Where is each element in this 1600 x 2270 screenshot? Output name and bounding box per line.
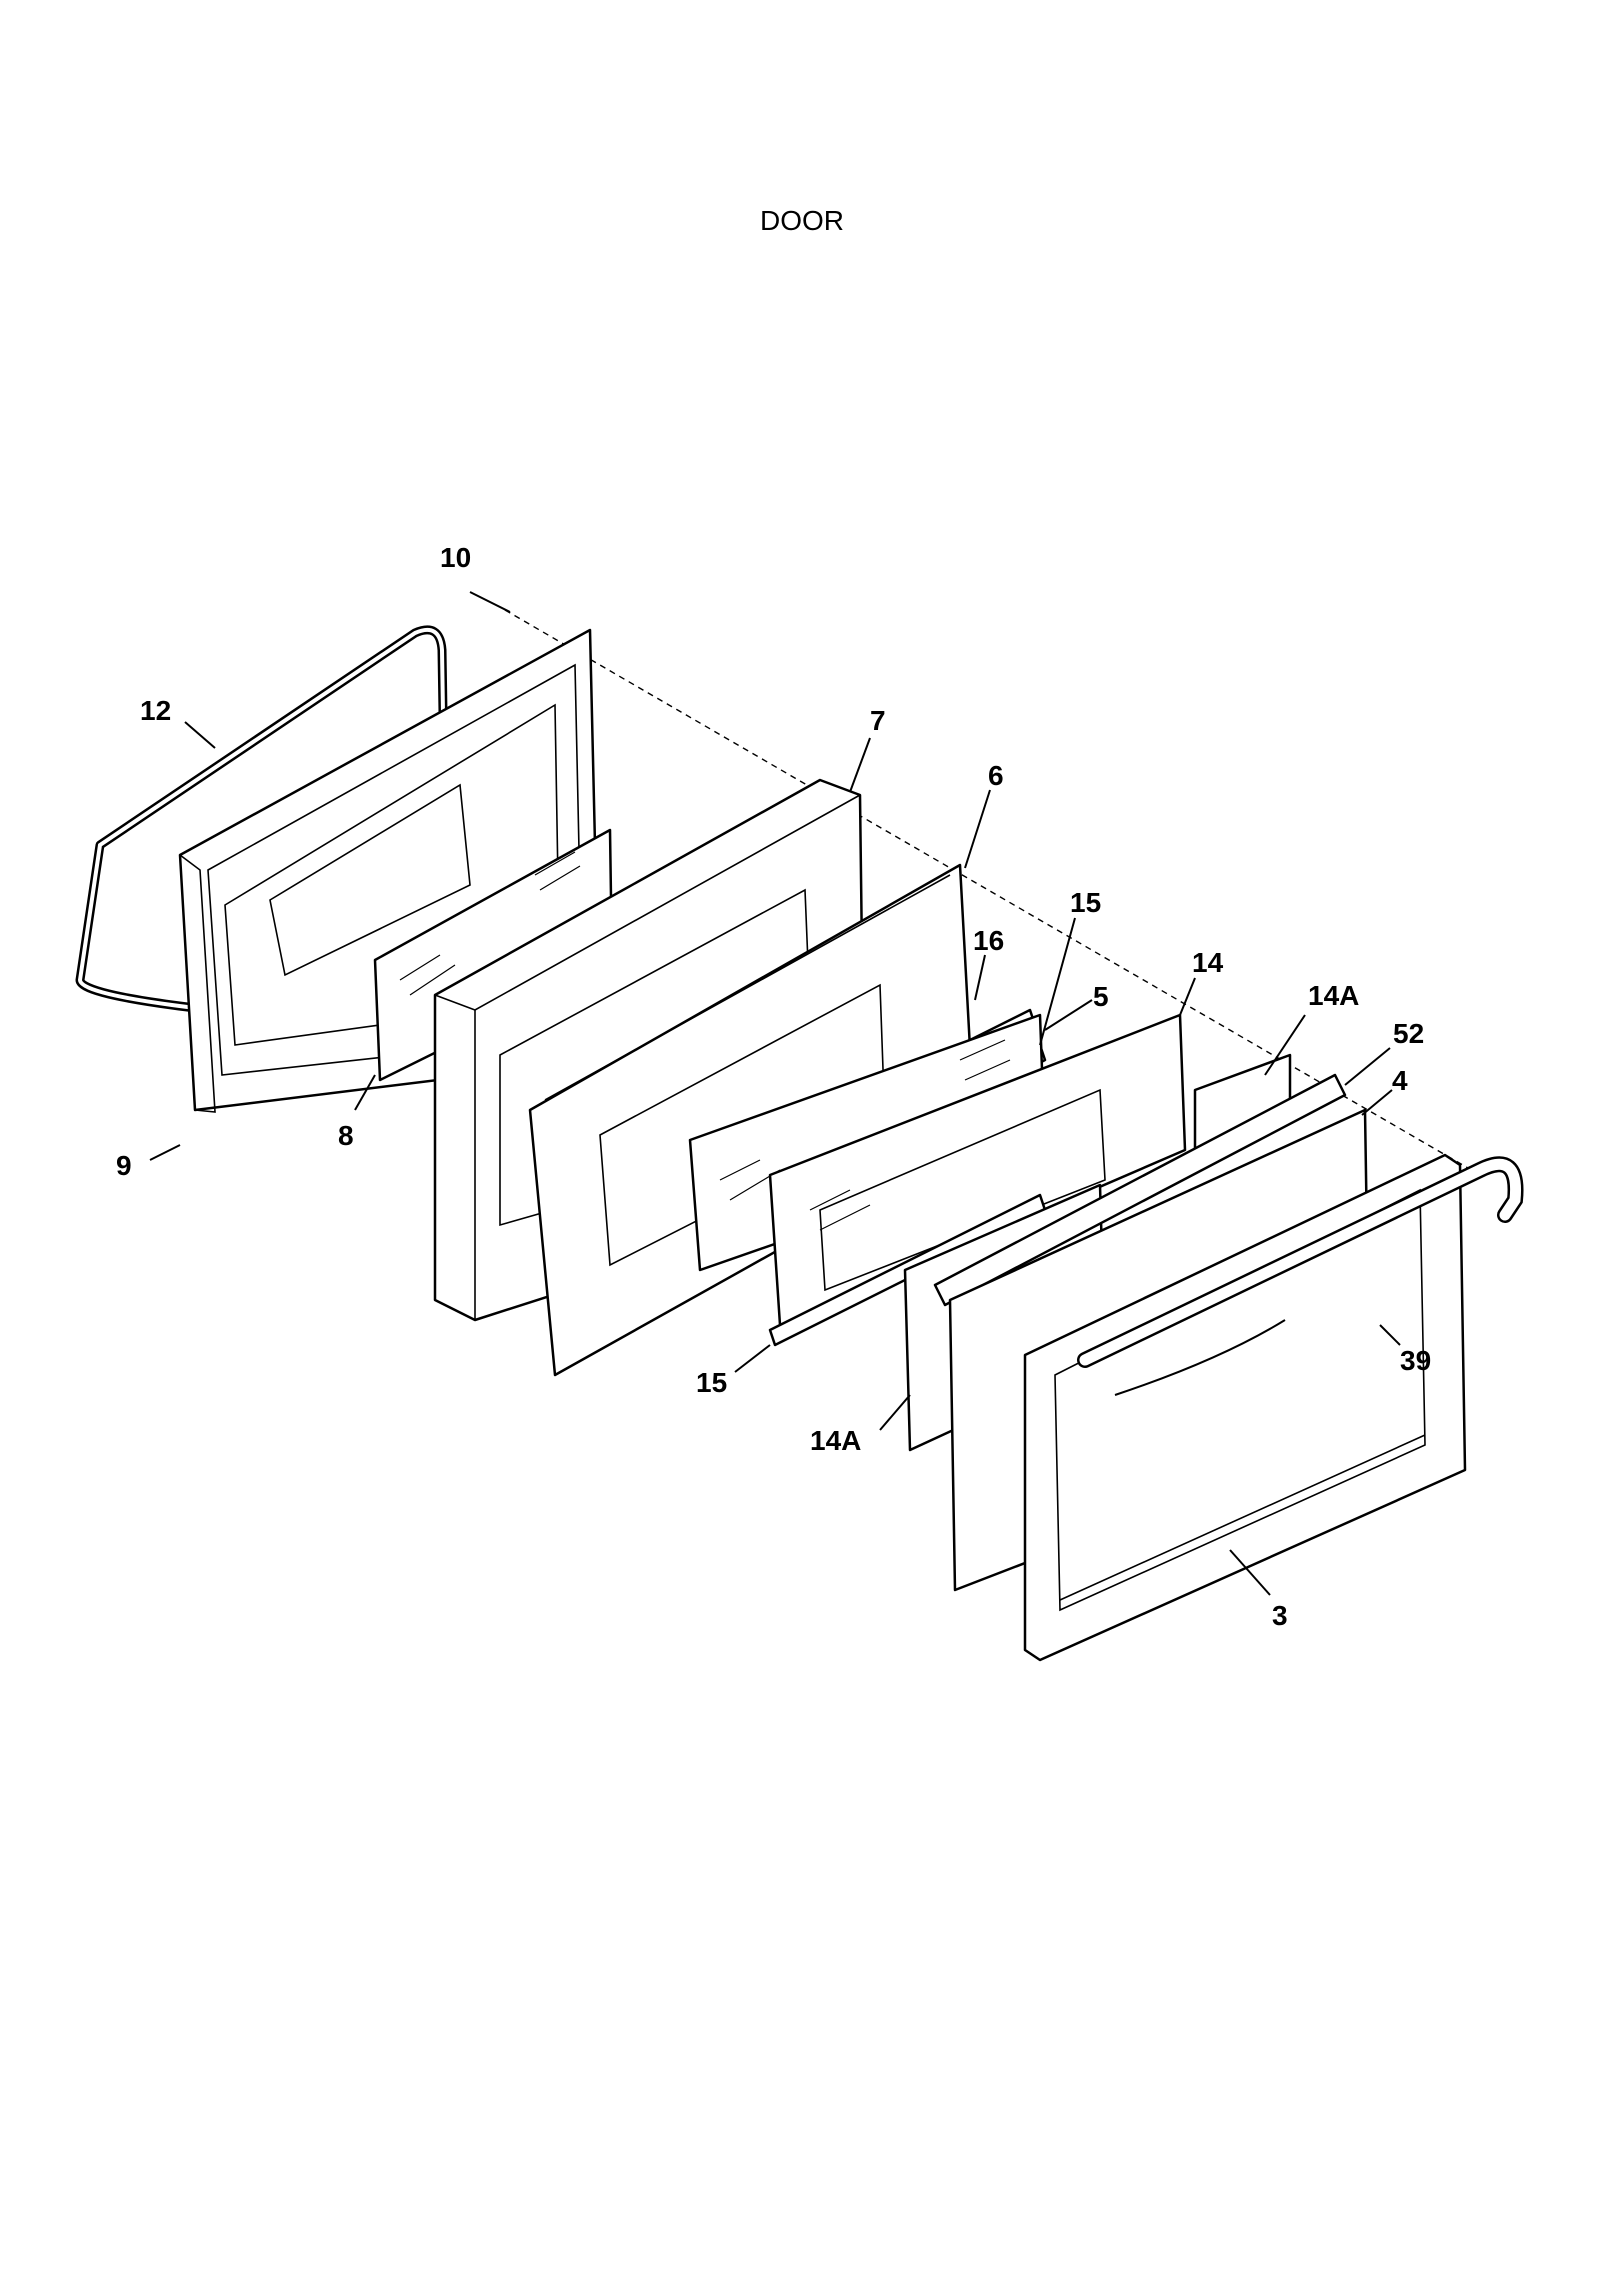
callout-14a-bottom: 14A xyxy=(810,1425,861,1456)
part-39-door-handle xyxy=(1077,1156,1524,1396)
callout-6: 6 xyxy=(988,760,1004,791)
callout-4: 4 xyxy=(1392,1065,1408,1096)
callout-16: 16 xyxy=(973,925,1004,956)
alignment-line-top xyxy=(504,609,1481,1176)
callout-15-top: 15 xyxy=(1070,887,1101,918)
callout-14: 14 xyxy=(1192,947,1224,978)
callout-3: 3 xyxy=(1272,1600,1288,1631)
callout-leaders xyxy=(149,591,1401,1596)
callout-12: 12 xyxy=(140,695,171,726)
callout-10: 10 xyxy=(440,542,471,573)
callout-15-bottom: 15 xyxy=(696,1367,727,1398)
callout-14a-top: 14A xyxy=(1308,980,1359,1011)
callout-39: 39 xyxy=(1400,1345,1431,1376)
callout-5: 5 xyxy=(1093,981,1109,1012)
page-title: DOOR xyxy=(760,205,844,236)
callout-7: 7 xyxy=(870,705,886,736)
callout-9: 9 xyxy=(116,1150,132,1181)
part-14-outer-glass xyxy=(768,1013,1187,1327)
part-52-trim-strip xyxy=(933,1073,1347,1307)
callout-8: 8 xyxy=(338,1120,354,1151)
callout-52: 52 xyxy=(1393,1018,1424,1049)
